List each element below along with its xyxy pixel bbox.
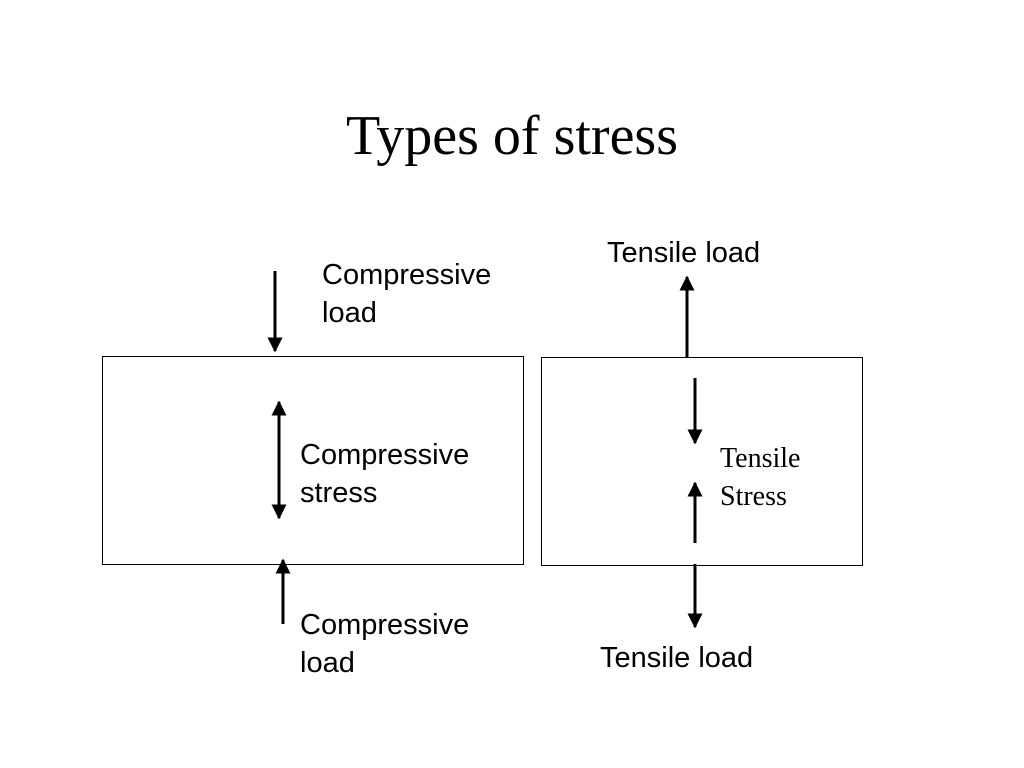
tensile-stress-label: Tensile Stress bbox=[720, 440, 800, 516]
compressive-top-load-line-2: load bbox=[322, 297, 377, 329]
tensile-bottom-load-label: Tensile load bbox=[600, 642, 754, 674]
compressive-specimen-box bbox=[102, 356, 524, 565]
tensile-specimen-box bbox=[541, 357, 863, 566]
compressive-bottom-load-line-1: Compressive bbox=[300, 609, 470, 641]
compressive-bottom-load-label: Compressive load bbox=[300, 606, 469, 682]
tensile-stress-line-2: Stress bbox=[720, 481, 787, 512]
compressive-top-load-label: Compressive load bbox=[322, 256, 491, 332]
compressive-bottom-load-line-2: load bbox=[300, 647, 355, 679]
compressive-stress-line-1: Compressive bbox=[300, 439, 470, 471]
compressive-stress-label: Compressive stress bbox=[300, 436, 469, 512]
tensile-top-load-label: Tensile load bbox=[607, 237, 761, 269]
compressive-stress-line-2: stress bbox=[300, 477, 378, 509]
tensile-stress-line-1: Tensile bbox=[720, 443, 801, 474]
slide-title: Types of stress bbox=[345, 105, 679, 167]
compressive-top-load-line-1: Compressive bbox=[322, 259, 492, 291]
